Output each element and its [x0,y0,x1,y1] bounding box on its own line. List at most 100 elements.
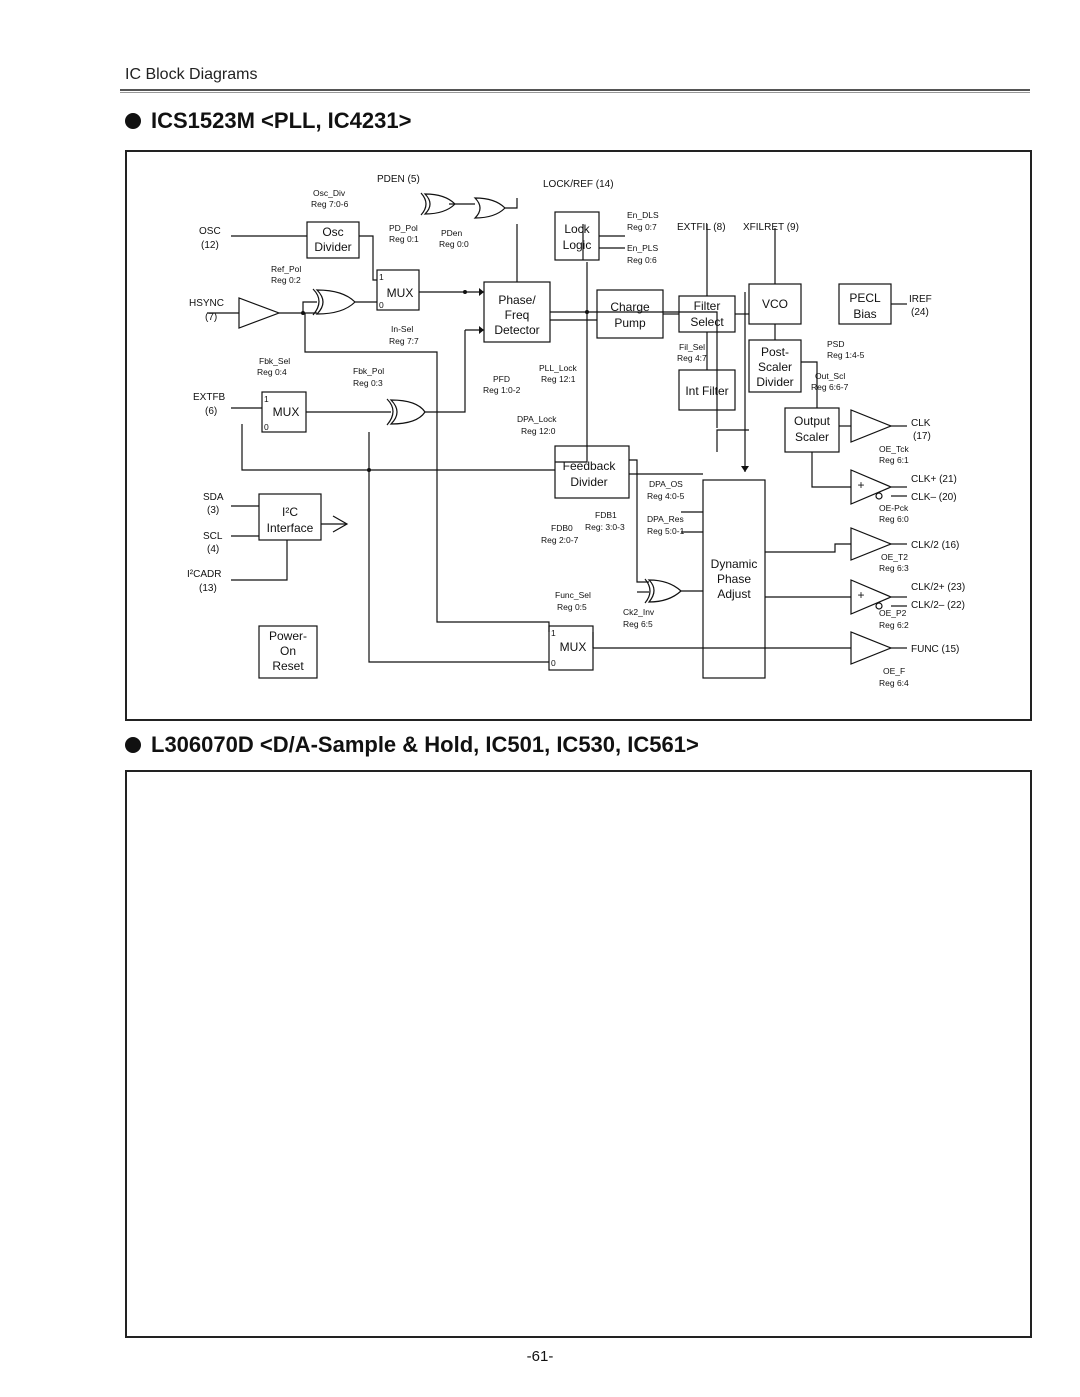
reg-fbk-pol-val: Reg 0:3 [353,378,383,388]
pin-clk2-minus: CLK/2– (22) [911,600,965,611]
pin-extfb-num: (6) [205,406,217,417]
func-buffer [850,631,893,665]
reg-pd-pol-name: PD_Pol [389,223,418,233]
reg-out-scl-name: Out_Scl [815,371,845,381]
pll-block-diagram-frame: Osc Divider MUX Phase/ Freq Detector Cha… [125,150,1032,721]
dpa-label-1: Dynamic [711,557,758,571]
pin-clk: CLK [911,418,931,429]
feedback-divider-label-1: Feedback [563,459,617,473]
reg-oe-t2-name: OE_T2 [881,552,908,562]
reg-oe-p2-name: OE_P2 [879,608,907,618]
dpa-label-3: Adjust [717,587,751,601]
input-mux-label: MUX [387,286,414,300]
pin-extfil: EXTFIL (8) [677,222,726,233]
pin-osc: OSC [199,226,221,237]
int-filter-label: Int Filter [685,384,728,398]
reg-dpa-res-val: Reg 5:0-1 [647,526,685,536]
reg-psd-val: Reg 1:4-5 [827,350,865,360]
pin-scl: SCL [203,531,223,542]
clk-diff-plus: + [857,478,864,492]
por-label-1: Power- [269,629,307,643]
reg-oe-f-val: Reg 6:4 [879,678,909,688]
reg-fil-sel-val: Reg 4:7 [677,353,707,363]
feedback-mux-in0: 0 [264,422,269,432]
i2c-label-1: I²C [282,505,298,519]
pin-iref-num: (24) [911,307,929,318]
power-on-reset-block [258,625,318,679]
dynamic-phase-adjust-block [702,479,766,679]
reg-oe-t2-val: Reg 6:3 [879,563,909,573]
output-scaler-label-1: Output [794,414,831,428]
pin-osc-num: (12) [201,240,219,251]
lock-logic-label-1: Lock [564,222,590,236]
bullet-icon [125,737,141,753]
pin-clk-plus: CLK+ (21) [911,474,957,485]
pecl-bias-label-1: PECL [849,291,881,305]
pin-pden: PDEN (5) [377,174,420,185]
lock-logic-label-2: Logic [563,238,592,252]
osc-divider-label-2: Divider [314,240,351,254]
fbk-pol-xor-gate [389,399,426,425]
reg-pll-lock-name: PLL_Lock [539,363,578,373]
charge-pump-label-2: Pump [614,316,646,330]
pin-xfilret: XFILRET (9) [743,222,799,233]
reg-ref-pol-name: Ref_Pol [271,264,301,274]
pin-scl-num: (4) [207,544,219,555]
reg-en-dls-val: Reg 0:7 [627,222,657,232]
reg-ref-pol-val: Reg 0:2 [271,275,301,285]
reg-pden-name: PDen [441,228,463,238]
reg-pden-val: Reg 0:0 [439,239,469,249]
func-mux-in1: 1 [551,628,556,638]
pin-clk2-plus: CLK/2+ (23) [911,582,965,593]
reg-oe-tck-name: OE_Tck [879,444,910,454]
reg-ck2-inv-name: Ck2_Inv [623,607,655,617]
func-mux-label: MUX [560,640,587,654]
reg-in-sel-val: Reg 7:7 [389,336,419,346]
reg-fbk-sel-name: Fbk_Sel [259,356,290,366]
pin-clk-minus: CLK– (20) [911,492,957,503]
pin-sda-num: (3) [207,505,219,516]
reg-dpa-os-val: Reg 4:0-5 [647,491,685,501]
pll-block-diagram: Osc Divider MUX Phase/ Freq Detector Cha… [187,174,965,688]
reg-pfd-name: PFD [493,374,510,384]
reg-oe-p2-val: Reg 6:2 [879,620,909,630]
reg-oe-pck-val: Reg 6:0 [879,514,909,524]
section-title-l306070d: L306070D <D/A-Sample & Hold, IC501, IC53… [125,732,699,758]
clk-diff-inverter-bubble [875,492,883,500]
reg-dpa-lock-name: DPA_Lock [517,414,557,424]
pd-pol-xor-gate [423,193,456,215]
charge-pump-block [596,289,664,339]
post-scaler-label-3: Divider [756,375,793,389]
phase-label-2: Freq [505,308,530,322]
reg-func-sel-name: Func_Sel [555,590,591,600]
pin-lock-ref: LOCK/REF (14) [543,179,614,190]
charge-pump-label-1: Charge [610,300,650,314]
section-header: IC Block Diagrams [125,66,258,83]
reg-en-pls-name: En_PLS [627,243,659,253]
reg-func-sel-val: Reg 0:5 [557,602,587,612]
i2c-interface-block [258,493,322,541]
reg-osc-div-name: Osc_Div [313,188,346,198]
filter-select-label-2: Select [690,315,724,329]
feedback-mux-in1: 1 [264,394,269,404]
pecl-bias-label-2: Bias [853,307,876,321]
bullet-icon [125,113,141,129]
sample-hold-diagram-frame [125,770,1032,1338]
reg-psd-name: PSD [827,339,844,349]
ck2-inv-xor-gate [647,579,682,603]
reg-fdb1-name: FDB1 [595,510,617,520]
reg-oe-tck-val: Reg 6:1 [879,455,909,465]
pin-i2cadr-num: (13) [199,583,217,594]
reg-pll-lock-val: Reg 12:1 [541,374,576,384]
reg-pd-pol-val: Reg 0:1 [389,234,419,244]
pin-clk2: CLK/2 (16) [911,540,959,551]
section-title-text: L306070D <D/A-Sample & Hold, IC501, IC53… [151,732,699,757]
reg-oe-f-name: OE_F [883,666,905,676]
dpa-label-2: Phase [717,572,751,586]
reg-oe-pck-name: OE-Pck [879,503,909,513]
reg-fbk-pol-name: Fbk_Pol [353,366,384,376]
input-mux-in1: 1 [379,272,384,282]
vco-label: VCO [762,297,788,311]
clk2-diff-plus: + [857,588,864,602]
reg-in-sel-name: In-Sel [391,324,413,334]
